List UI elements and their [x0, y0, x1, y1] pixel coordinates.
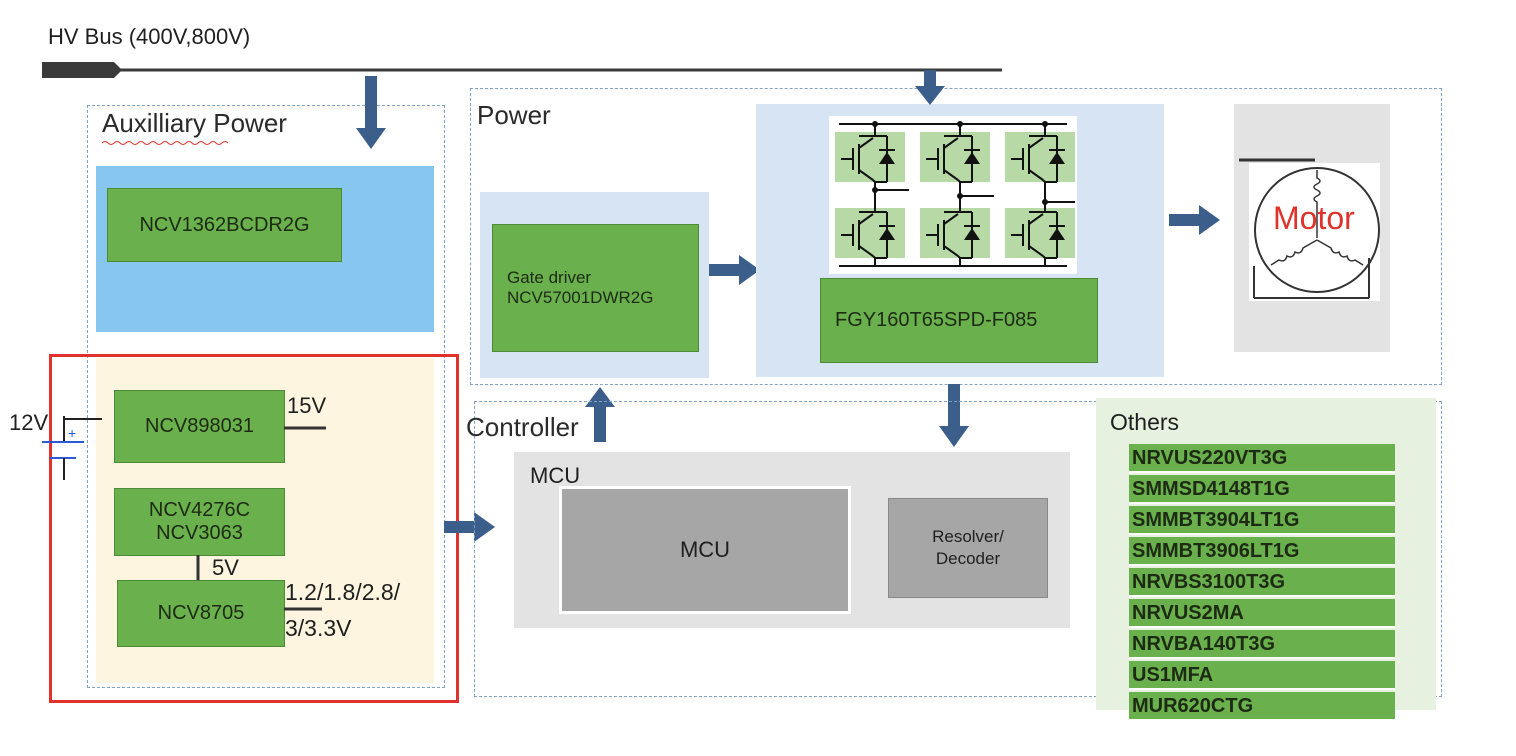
others-part: US1MFA	[1129, 661, 1395, 690]
controller-to-gate-arrow	[585, 387, 615, 442]
others-part: NRVUS220VT3G	[1129, 444, 1395, 473]
chip-ncv8705: NCV8705	[117, 580, 285, 647]
motor-icon	[1239, 158, 1380, 301]
chip-ncv4276c-ncv3063: NCV4276C NCV3063	[114, 488, 285, 556]
others-part: NRVUS2MA	[1129, 599, 1395, 628]
power-title: Power	[477, 100, 551, 130]
chip-ncv898031: NCV898031	[114, 390, 285, 463]
aux-power-title: Auxilliary Power	[102, 108, 287, 138]
igbt-to-motor-arrow	[1169, 205, 1220, 235]
motor-label: Motor	[1273, 200, 1355, 236]
chip-ncv3063-label: NCV3063	[156, 522, 243, 544]
others-part: NRVBS3100T3G	[1129, 568, 1395, 597]
igbt-bridge-icon	[829, 116, 1077, 274]
gate-driver-block: Gate driver NCV57001DWR2G	[492, 224, 699, 352]
wire-15v	[284, 426, 326, 430]
mcu-label: MCU	[679, 537, 731, 562]
igbt-part-block: FGY160T65SPD-F085	[820, 278, 1098, 363]
mcu-block: MCU	[559, 486, 851, 614]
controller-box	[474, 401, 1442, 697]
hv-bus-label: HV Bus (400V,800V)	[48, 24, 251, 49]
controller-title: Controller	[466, 412, 579, 442]
resolver-block: Resolver/ Decoder	[888, 498, 1048, 598]
label-12v: 12V	[9, 410, 49, 435]
others-part: SMMBT3906LT1G	[1129, 537, 1395, 566]
label-5v: 5V	[212, 555, 239, 580]
gate-to-igbt-arrow	[709, 255, 760, 285]
hv-bus-line	[42, 62, 1002, 78]
others-part: SMMSD4148T1G	[1129, 475, 1395, 504]
hv-to-aux-arrow	[356, 76, 386, 149]
chip-ncv4276c-label: NCV4276C	[148, 499, 251, 521]
aux-title-underline	[102, 141, 229, 145]
wire-lv	[284, 607, 322, 611]
aux-power-box	[87, 105, 445, 688]
resolver-label-1: Resolver/	[932, 526, 1004, 546]
gate-driver-part: NCV57001DWR2G	[507, 288, 654, 307]
gate-driver-label: Gate driver	[507, 268, 592, 288]
label-15v: 15V	[287, 393, 327, 418]
mcu-group-label: MCU	[530, 463, 581, 488]
battery-icon: +	[42, 416, 102, 480]
others-part: MUR620CTG	[1129, 692, 1395, 721]
wire-5v	[196, 555, 200, 580]
others-part: SMMBT3904LT1G	[1129, 506, 1395, 535]
others-part: NRVBA140T3G	[1129, 630, 1395, 659]
label-lv-line1: 1.2/1.8/2.8/	[285, 579, 401, 605]
chip-ncv1362: NCV1362BCDR2G	[107, 188, 342, 262]
resolver-label-2: Decoder	[935, 549, 1001, 568]
svg-text:+: +	[68, 425, 76, 441]
igbt-to-resolver-arrow	[939, 384, 969, 447]
aux-to-controller-arrow	[444, 512, 495, 542]
hv-to-igbt-arrow	[915, 70, 945, 105]
others-title: Others	[1110, 409, 1180, 435]
label-lv-line2: 3/3.3V	[285, 615, 352, 641]
